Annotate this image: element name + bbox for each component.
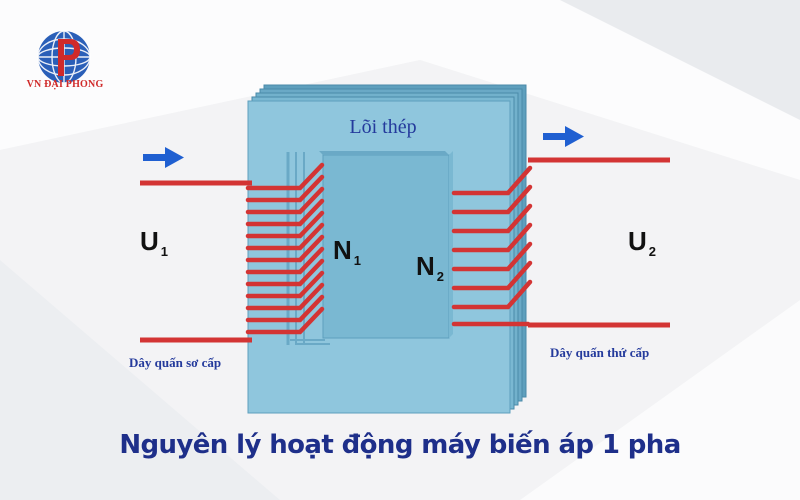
secondary-winding (451, 165, 533, 327)
primary-winding (245, 162, 325, 335)
input-arrow-icon (143, 147, 184, 168)
secondary-leads (528, 157, 670, 328)
brand-name: VN ĐẠI PHONG (26, 79, 104, 90)
page-caption: Nguyên lý hoạt động máy biến áp 1 pha (119, 430, 681, 460)
core-label: Lõi thép (349, 116, 417, 138)
output-arrow-icon (543, 126, 584, 147)
secondary-winding-label: Dây quấn thứ cấp (550, 345, 650, 360)
brand-logo (37, 30, 91, 84)
primary-leads (140, 180, 252, 343)
primary-winding-label: Dây quấn sơ cấp (129, 355, 222, 370)
